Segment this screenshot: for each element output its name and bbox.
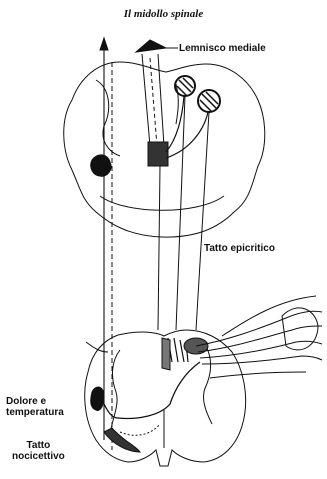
dorsal-horn-blot bbox=[91, 387, 104, 410]
label-lemnisco-mediale: Lemnisco mediale bbox=[179, 43, 266, 54]
spinothalamic-arrow-head bbox=[100, 38, 108, 50]
pain-fiber-crossing bbox=[104, 362, 200, 418]
internal-arcuate-right bbox=[166, 112, 208, 158]
dorsal-root-ganglion bbox=[282, 308, 318, 350]
dorsal-root-outer bbox=[222, 296, 316, 336]
dorsal-root-outer-2 bbox=[210, 372, 306, 378]
fiber-cuneatus bbox=[196, 112, 209, 330]
spinothalamic-nucleus-blot bbox=[91, 155, 111, 176]
gray-matter-outline bbox=[110, 346, 212, 434]
fiber-lemniscus-down bbox=[158, 166, 160, 330]
lemniscus-arrow-head bbox=[136, 40, 166, 52]
decussation-block bbox=[148, 142, 168, 166]
substantia-gelatinosa-shading bbox=[104, 428, 140, 452]
label-dolore-temperatura: Dolore e temperatura bbox=[6, 396, 64, 418]
gracile-column-shading bbox=[162, 338, 170, 370]
lemniscus-bundle-right bbox=[158, 54, 164, 146]
internal-arcuate-left bbox=[166, 96, 184, 152]
dorsal-root-fiber-4 bbox=[202, 356, 322, 364]
lemniscus-bundle-dash bbox=[150, 58, 157, 146]
label-tatto-epicritico: Tatto epicritico bbox=[204, 243, 275, 254]
dorsal-root-fiber-3 bbox=[200, 341, 322, 358]
pain-fiber-dotted bbox=[120, 424, 160, 435]
label-tatto-nocicettivo: Tatto nocicettivo bbox=[12, 440, 65, 462]
brainstem-inner-fold bbox=[96, 80, 120, 156]
brainstem-lower-curve bbox=[100, 196, 224, 210]
